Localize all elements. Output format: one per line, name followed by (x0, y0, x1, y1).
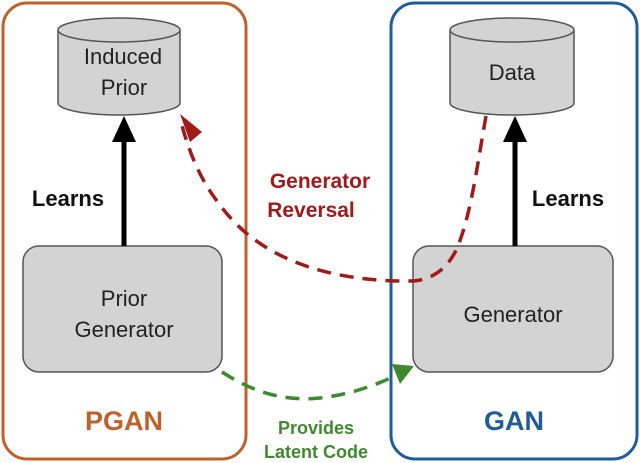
gan-learns-label: Learns (532, 186, 604, 211)
induced-prior-label-line1: Induced (84, 44, 162, 69)
pgan-learns-arrowhead (112, 116, 136, 142)
latent-code-label-line2: Latent Code (264, 442, 368, 462)
latent-code-path (221, 366, 411, 401)
pgan-learns-arrow: Learns (32, 116, 136, 246)
generator-reversal-label-line1: Generator (270, 170, 370, 193)
latent-code-arrowhead (392, 364, 414, 384)
gan-container: GAN (389, 1, 639, 461)
induced-prior-store: Induced Prior (57, 17, 181, 116)
generator-reversal-path (178, 115, 488, 283)
prior-generator-label-line1: Prior (101, 286, 147, 311)
gan-title: GAN (484, 406, 544, 436)
induced-prior-label-line2: Prior (101, 75, 147, 100)
pgan-title: PGAN (85, 406, 163, 436)
pgan-learns-label: Learns (32, 186, 104, 211)
data-store: Data (449, 17, 575, 116)
generator-reversal-connection: Generator Reversal (178, 114, 488, 283)
latent-code-connection: Provides Latent Code (221, 364, 414, 462)
data-label: Data (489, 60, 536, 85)
gan-generator-box: Generator (412, 245, 614, 373)
generator-reversal-label-line2: Reversal (267, 199, 355, 222)
gan-generator-label: Generator (463, 302, 562, 327)
prior-generator-label-line2: Generator (74, 317, 173, 342)
gan-learns-arrow: Learns (503, 116, 604, 246)
gan-learns-arrowhead (503, 116, 527, 142)
prior-generator-box: Prior Generator (22, 245, 223, 373)
generator-reversal-arrowhead (180, 114, 202, 142)
latent-code-label-line1: Provides (278, 418, 354, 438)
